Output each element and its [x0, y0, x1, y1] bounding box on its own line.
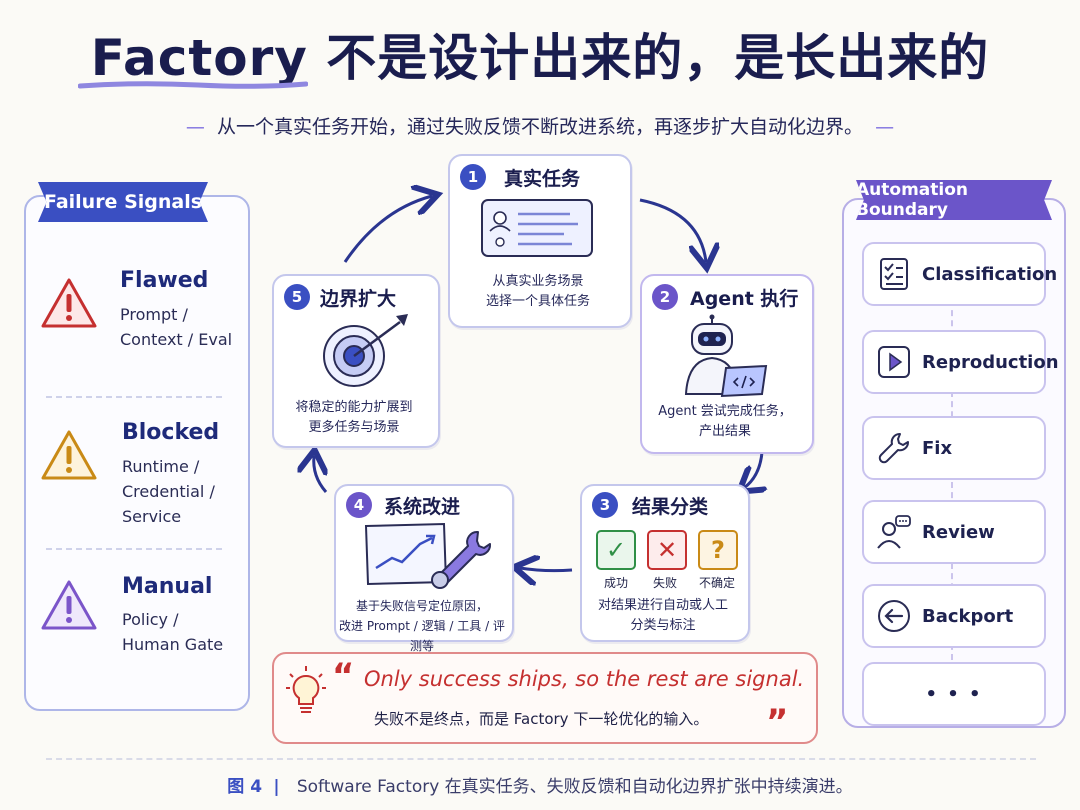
- signal-line: Credential /: [122, 482, 215, 501]
- signal-line: Service: [122, 507, 182, 526]
- signal-desc-flawed: Prompt / Context / Eval: [120, 302, 232, 352]
- signal-title-flawed: Flawed: [120, 268, 209, 293]
- subtitle-text: 从一个真实任务开始，通过失败反馈不断改进系统，再逐步扩大自动化边界。: [216, 116, 863, 138]
- quote-english: Only success ships, so the rest are sign…: [364, 667, 805, 691]
- reviewer-icon: [877, 515, 911, 549]
- step3-title: 结果分类: [632, 496, 709, 518]
- signal-line: Policy /: [122, 610, 179, 629]
- arrow-4-to-5: [314, 456, 326, 493]
- failure-cross-icon: ✕: [647, 530, 687, 570]
- automation-boundary-heading: Automation Boundary: [856, 180, 1052, 220]
- desc-line: 改进 Prompt / 逻辑 / 工具 / 评测等: [339, 619, 505, 653]
- boundary-item-review: Review: [862, 500, 1046, 564]
- desc-line: 将稳定的能力扩展到: [295, 400, 413, 415]
- step2-title: Agent 执行: [690, 288, 799, 310]
- subtitle-dash-right: —: [863, 116, 895, 138]
- open-quote-mark: “: [332, 656, 355, 696]
- arrow-5-to-1: [343, 196, 432, 263]
- step3-desc: 对结果进行自动或人工 分类与标注: [580, 596, 746, 636]
- outcome-uncertain-label: 不确定: [698, 576, 735, 590]
- divider: [46, 396, 222, 398]
- signal-title-blocked: Blocked: [122, 420, 220, 445]
- boundary-item-backport: Backport: [862, 584, 1046, 648]
- warning-icon: [41, 580, 97, 630]
- arrow-2-to-3: [744, 451, 762, 488]
- quote-chinese: 失败不是终点，而是 Factory 下一轮优化的输入。: [374, 710, 709, 728]
- checklist-icon: [880, 258, 908, 290]
- step1-title: 真实任务: [504, 168, 581, 190]
- subtitle: — 从一个真实任务开始，通过失败反馈不断改进系统，再逐步扩大自动化边界。 —: [0, 112, 1080, 139]
- boundary-item-more: • • •: [862, 662, 1046, 726]
- signal-desc-blocked: Runtime / Credential / Service: [122, 454, 215, 529]
- signal-line: Runtime /: [122, 457, 200, 476]
- step5-number: 5: [284, 284, 310, 310]
- arrow-3-to-4: [520, 568, 573, 571]
- caption-label: 图 4: [227, 777, 263, 797]
- signal-line: Context / Eval: [120, 330, 233, 349]
- more-dots: • • •: [925, 683, 983, 705]
- step1-desc: 从真实业务场景 选择一个具体任务: [448, 272, 628, 312]
- step3-number: 3: [592, 492, 618, 518]
- desc-line: Agent 尝试完成任务，: [658, 404, 792, 419]
- quote-box: [272, 652, 818, 744]
- boundary-label: Classification: [922, 263, 1058, 285]
- failure-signals-heading: Failure Signals: [38, 182, 208, 222]
- divider: [46, 548, 222, 550]
- step2-desc: Agent 尝试完成任务， 产出结果: [640, 402, 810, 442]
- boundary-label: Reproduction: [922, 351, 1059, 373]
- boundary-item-fix: Fix: [862, 416, 1046, 480]
- step4-title: 系统改进: [384, 496, 461, 518]
- arrow-1-to-2: [639, 198, 706, 262]
- step1-number: 1: [460, 164, 486, 190]
- uncertain-question-icon: ?: [698, 530, 738, 570]
- boundary-label: Fix: [922, 437, 953, 459]
- success-check-icon: ✓: [596, 530, 636, 570]
- back-arrow-icon: [878, 600, 910, 632]
- task-card-icon: [481, 199, 593, 257]
- boundary-connector: [951, 300, 953, 660]
- desc-line: 分类与标注: [630, 618, 696, 633]
- boundary-label: Backport: [922, 605, 1014, 627]
- boundary-label: Review: [922, 521, 995, 543]
- step5-title: 边界扩大: [320, 288, 397, 310]
- play-icon: [878, 346, 910, 378]
- target-icon: [323, 314, 408, 387]
- robot-agent-icon: [684, 314, 768, 398]
- signal-desc-manual: Policy / Human Gate: [122, 607, 223, 657]
- signal-line: Prompt /: [120, 305, 188, 324]
- desc-line: 产出结果: [698, 424, 751, 439]
- outcome-failure-label: 失败: [652, 576, 677, 590]
- caption-text: Software Factory 在真实任务、失败反馈和自动化边界扩张中持续演进…: [296, 777, 853, 797]
- outcome-success-label: 成功: [603, 576, 628, 590]
- lightbulb-icon: [286, 666, 326, 713]
- signal-line: Human Gate: [122, 635, 224, 654]
- subtitle-dash-left: —: [185, 116, 217, 138]
- boundary-item-classification: Classification: [862, 242, 1057, 306]
- figure-caption: 图 4 | Software Factory 在真实任务、失败反馈和自动化边界扩…: [0, 772, 1080, 797]
- desc-line: 基于失败信号定位原因，: [355, 599, 488, 613]
- desc-line: 选择一个具体任务: [485, 294, 590, 309]
- caption-divider: [46, 758, 1036, 760]
- step4-number: 4: [346, 492, 372, 518]
- step2-number: 2: [652, 284, 678, 310]
- desc-line: 更多任务与场景: [308, 420, 400, 435]
- step5-desc: 将稳定的能力扩展到 更多任务与场景: [272, 398, 436, 438]
- desc-line: 从真实业务场景: [492, 274, 584, 289]
- title-underline: [78, 81, 308, 89]
- wrench-icon: [878, 433, 909, 464]
- caption-separator: |: [267, 777, 292, 797]
- signal-title-manual: Manual: [122, 574, 213, 599]
- warning-icon: [41, 430, 97, 480]
- warning-icon: [41, 278, 97, 328]
- desc-line: 对结果进行自动或人工: [597, 598, 728, 613]
- close-quote-mark: ”: [766, 702, 789, 742]
- boundary-item-reproduction: Reproduction: [862, 330, 1059, 394]
- page-title: Factory 不是设计出来的，是长出来的: [90, 29, 990, 87]
- step4-desc: 基于失败信号定位原因， 改进 Prompt / 逻辑 / 工具 / 评测等: [334, 596, 510, 656]
- improvement-chart-wrench-icon: [364, 522, 492, 589]
